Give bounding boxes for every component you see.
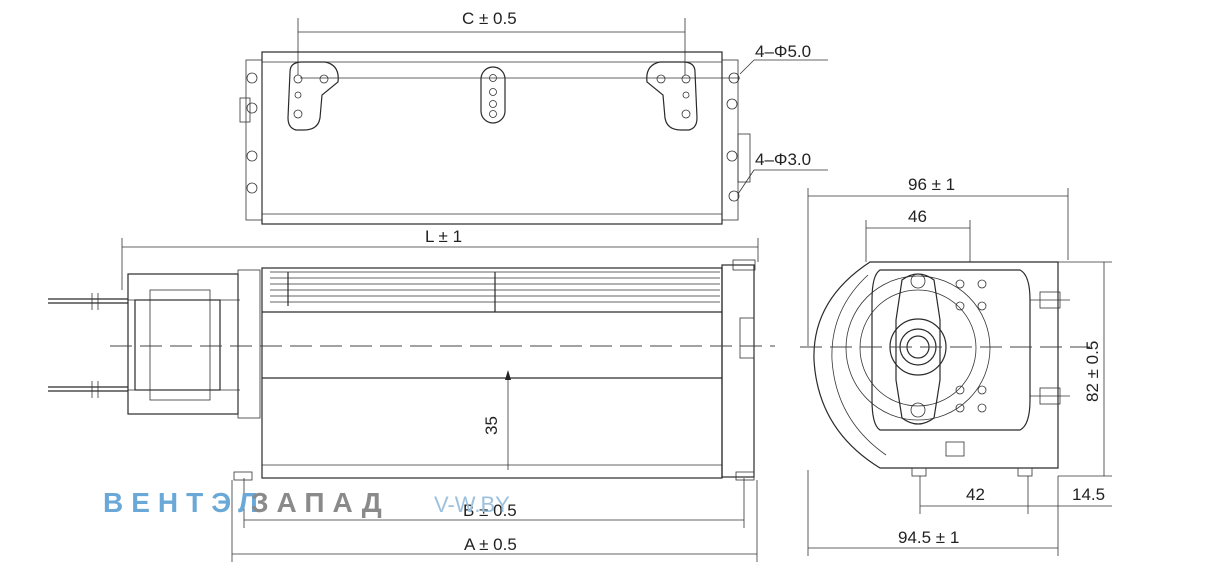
holes-3-label: 4–Φ3.0: [755, 150, 811, 169]
dim-82-label: 82 ± 0.5: [1083, 341, 1102, 402]
dim-b-label: B ± 0.5: [463, 501, 517, 520]
dim-14-label: 14.5: [1072, 485, 1105, 504]
dim-42-label: 42: [966, 485, 985, 504]
dim-35-label: 35: [482, 416, 501, 435]
dim-94-label: 94.5 ± 1: [898, 528, 959, 547]
side-view: 96 ± 1 46: [800, 175, 1112, 556]
dim-c-label: C ± 0.5: [462, 9, 517, 28]
watermark-brand-part2: ЗАПАД: [251, 487, 390, 518]
top-view: C ± 0.5: [239, 9, 828, 225]
dim-96-label: 96 ± 1: [908, 175, 955, 194]
impeller-fins: [270, 271, 720, 312]
watermark: ВЕНТЭЛ ЗАПАД V-W.BY: [103, 487, 510, 518]
holes-5-label: 4–Φ5.0: [755, 42, 811, 61]
dim-46-label: 46: [908, 207, 927, 226]
dim-l-label: L ± 1: [425, 227, 462, 246]
front-view: L ± 1: [48, 227, 775, 562]
dim-a-label: A ± 0.5: [464, 535, 517, 554]
watermark-site: V-W.BY: [434, 492, 510, 517]
watermark-brand-part1: ВЕНТЭЛ: [103, 487, 266, 518]
